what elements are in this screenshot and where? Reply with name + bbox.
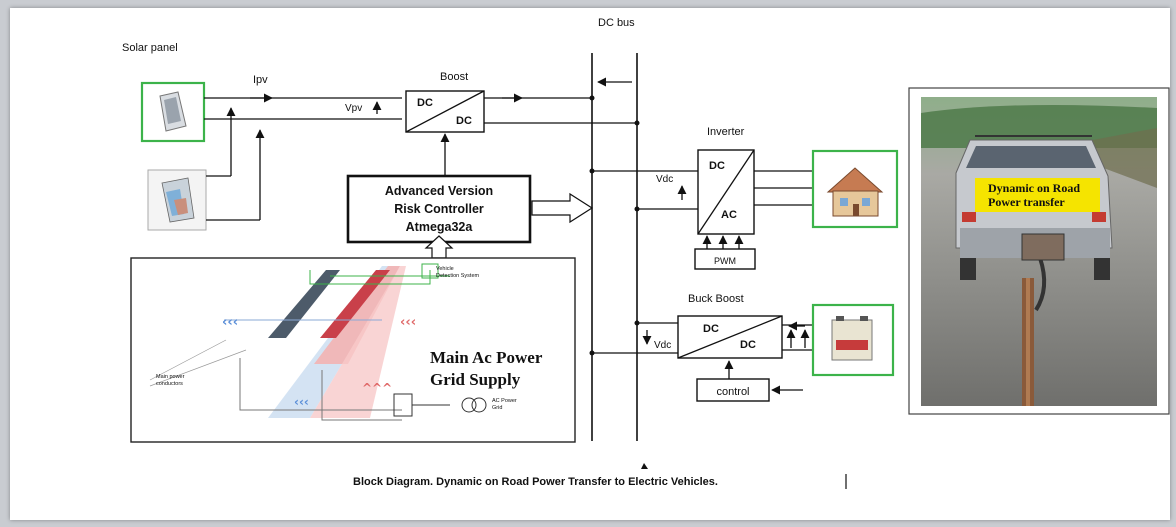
photo-caption-highlight bbox=[975, 178, 1100, 212]
inverter-title: Inverter bbox=[707, 126, 745, 138]
svg-text:^^^: ^^^ bbox=[362, 381, 392, 395]
photo-caption-line-1: Dynamic on Road bbox=[988, 181, 1080, 195]
vpv-label: Vpv bbox=[345, 103, 362, 114]
boost-diagonal bbox=[405, 90, 485, 133]
svg-text:‹‹‹: ‹‹‹ bbox=[400, 315, 416, 330]
document-page: DC bus Solar panel Ipv Vpv Boost DC DC A… bbox=[10, 8, 1170, 520]
grid-supply-illustration: ‹‹‹ ‹‹‹ ‹‹‹ ^^^ Vehicle Detection System… bbox=[149, 263, 517, 421]
grid-small-label-6: Grid bbox=[492, 405, 502, 411]
buckboost-diagonal bbox=[677, 315, 783, 359]
control-block bbox=[696, 378, 770, 402]
grid-small-label-2: Detection System bbox=[436, 273, 480, 279]
grid-small-label-3: Main power bbox=[156, 374, 185, 380]
pwm-label: PWM bbox=[714, 256, 736, 266]
solar-panel-label: Solar panel bbox=[122, 42, 178, 54]
controller-to-bus-arrow bbox=[531, 192, 594, 224]
figure-caption: Block Diagram. Dynamic on Road Power Tra… bbox=[353, 476, 718, 488]
grid-title-line-2: Grid Supply bbox=[430, 370, 521, 389]
boost-bottom-label: DC bbox=[456, 115, 472, 127]
photo-caption-line-2: Power transfer bbox=[988, 195, 1065, 209]
solar-panel-2-icon bbox=[161, 177, 195, 223]
grid-to-controller-arrow bbox=[424, 235, 454, 259]
dc-bus-label: DC bus bbox=[598, 17, 635, 29]
boost-title: Boost bbox=[440, 71, 468, 83]
buckboost-top-label: DC bbox=[703, 323, 719, 335]
control-label: control bbox=[716, 386, 749, 398]
solar-panel-frame bbox=[140, 81, 206, 143]
buckboost-title: Buck Boost bbox=[688, 293, 744, 305]
block-diagram: DC bus Solar panel Ipv Vpv Boost DC DC A… bbox=[122, 17, 1170, 489]
inverter-bottom-label: AC bbox=[721, 209, 737, 221]
inverter-top-label: DC bbox=[709, 160, 725, 172]
ev-photo bbox=[921, 97, 1157, 406]
battery-frame bbox=[811, 303, 895, 377]
svg-text:‹‹‹: ‹‹‹ bbox=[294, 395, 309, 409]
vdc-label-inverter: Vdc bbox=[656, 174, 673, 185]
boost-top-label: DC bbox=[417, 97, 433, 109]
risk-controller-block bbox=[346, 174, 532, 244]
controller-line-1: Advanced Version bbox=[385, 184, 493, 198]
grid-title-line-1: Main Ac Power bbox=[430, 348, 543, 367]
controller-line-3: Atmega32a bbox=[406, 220, 474, 234]
grid-small-label-1: Vehicle bbox=[436, 266, 454, 272]
house-icon bbox=[826, 167, 884, 217]
solar-panel-icon bbox=[159, 91, 187, 132]
controller-line-2: Risk Controller bbox=[394, 202, 484, 216]
vdc-label-buckboost: Vdc bbox=[654, 340, 671, 351]
inverter-diagonal bbox=[697, 149, 755, 235]
grid-small-label-4: conductors bbox=[156, 381, 183, 387]
svg-text:‹‹‹: ‹‹‹ bbox=[222, 315, 238, 330]
house-load-frame bbox=[811, 149, 899, 229]
ipv-label: Ipv bbox=[253, 74, 268, 86]
battery-icon bbox=[831, 316, 873, 361]
buckboost-bottom-label: DC bbox=[740, 339, 756, 351]
pwm-block bbox=[694, 248, 756, 270]
cursor-marker bbox=[641, 463, 648, 469]
grid-small-label-5: AC Power bbox=[492, 398, 517, 404]
